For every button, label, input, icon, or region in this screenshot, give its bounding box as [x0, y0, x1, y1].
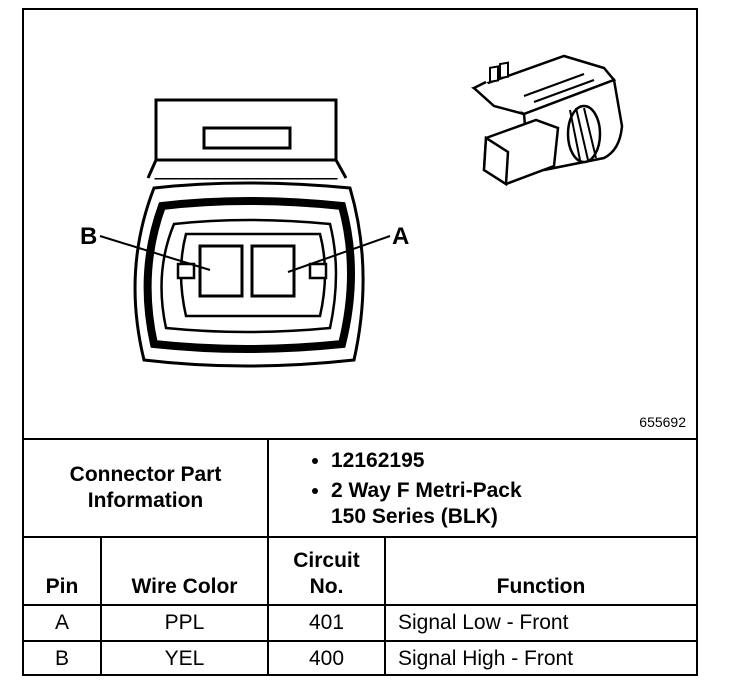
figure-id: 655692 — [639, 414, 686, 430]
part-number: 12162195 — [331, 448, 696, 474]
connector-top-latch — [146, 98, 348, 180]
connector-isometric-illustration — [470, 54, 624, 187]
table-row: A PPL 401 Signal Low - Front — [24, 604, 696, 642]
circuit-cell: 401 — [267, 604, 386, 642]
header-function: Function — [384, 536, 696, 606]
wire-color-cell: YEL — [100, 640, 269, 676]
function-cell: Signal High - Front — [384, 640, 696, 676]
header-wire-color: Wire Color — [100, 536, 269, 606]
pin-cell: A — [24, 604, 102, 642]
function-cell: Signal Low - Front — [384, 604, 696, 642]
circuit-cell: 400 — [267, 640, 386, 676]
connector-drawing: B A — [80, 54, 624, 368]
connector-part-info-label: Connector Part Information — [24, 438, 269, 538]
leader-line-b — [99, 235, 211, 271]
pin-cell: B — [24, 640, 102, 676]
pin-table-header: Pin Wire Color Circuit No. Function — [24, 536, 696, 606]
cavity-b — [198, 244, 244, 298]
connector-diagram-frame: B A 655692 Connector Part Information — [22, 8, 698, 676]
header-circuit-no: Circuit No. — [267, 536, 386, 606]
connector-face — [133, 181, 365, 368]
pin-label-b: B — [80, 223, 97, 250]
cavity-a — [250, 244, 296, 298]
leader-line-a — [287, 235, 391, 273]
header-pin: Pin — [24, 536, 102, 606]
pin-label-a: A — [392, 223, 409, 250]
wire-color-cell: PPL — [100, 604, 269, 642]
connector-info-table: Connector Part Information 12162195 2 Wa… — [24, 438, 696, 676]
table-row: B YEL 400 Signal High - Front — [24, 640, 696, 676]
